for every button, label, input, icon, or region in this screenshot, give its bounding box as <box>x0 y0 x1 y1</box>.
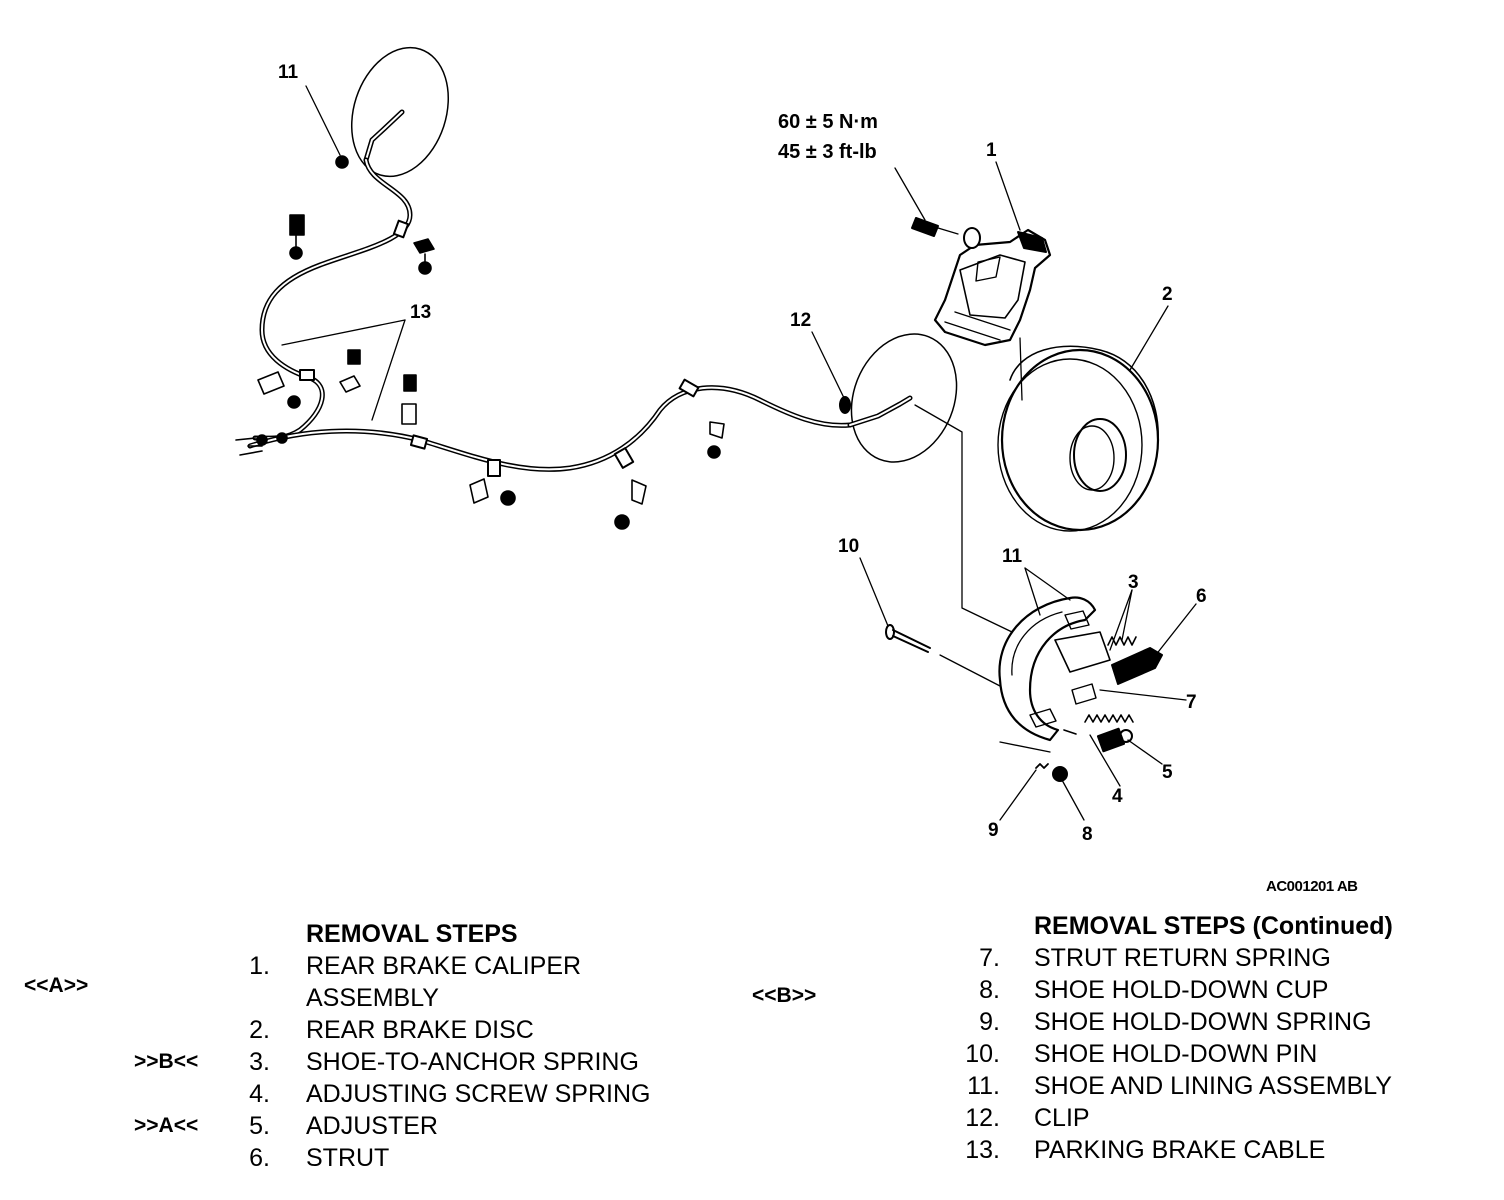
callout-12-lower: 12 <box>790 310 811 331</box>
step-text: SHOE-TO-ANCHOR SPRING <box>306 1048 639 1076</box>
step-number: 10. <box>965 1040 1000 1068</box>
shoe-hold-down-pin <box>885 624 931 653</box>
torque-imperial: 45 ± 3 ft-lb <box>778 141 877 163</box>
list-item: 8. SHOE HOLD-DOWN CUP <box>0 974 1504 1006</box>
step-text: SHOE HOLD-DOWN SPRING <box>1034 1008 1372 1036</box>
list-item: 9. SHOE HOLD-DOWN SPRING <box>0 1006 1504 1038</box>
callout-5: 5 <box>1162 762 1173 783</box>
adjusting-screw-spring <box>1084 714 1134 723</box>
step-text: REAR BRAKE CALIPER <box>306 952 582 980</box>
list-item: 4. ADJUSTING SCREW SPRING <box>0 1078 740 1110</box>
list-item: 1. REAR BRAKE CALIPER <box>0 950 740 982</box>
callout-3: 3 <box>1128 572 1139 593</box>
step-text: SHOE HOLD-DOWN PIN <box>1034 1040 1318 1068</box>
mark-holddown-cup: <<B>> <box>752 984 817 1007</box>
step-text: SHOE HOLD-DOWN CUP <box>1034 976 1329 1004</box>
brake-exploded-diagram: 11 13 12 1 2 10 11 3 6 7 5 4 9 8 60 ± 5 … <box>235 46 1207 845</box>
step-number: 6. <box>249 1144 270 1172</box>
shoe-hold-down-spring <box>1035 763 1049 769</box>
step-number: 4. <box>249 1080 270 1108</box>
step-text: REAR BRAKE DISC <box>306 1016 534 1044</box>
shoe-and-lining-assembly <box>998 596 1111 742</box>
callout-8: 8 <box>1082 824 1093 845</box>
step-number: 7. <box>979 944 1000 972</box>
step-number: 1. <box>249 952 270 980</box>
step-number: 12. <box>965 1104 1000 1132</box>
step-text: ADJUSTER <box>306 1112 438 1140</box>
step-number: 8. <box>979 976 1000 1004</box>
steps-heading-left: REMOVAL STEPS <box>306 920 518 948</box>
removal-steps-left: REMOVAL STEPS 1. REAR BRAKE CALIPER ASSE… <box>0 918 740 1174</box>
list-item: 7. STRUT RETURN SPRING <box>0 942 1504 974</box>
callout-6: 6 <box>1196 586 1207 607</box>
leader-lines <box>281 85 1197 821</box>
list-item: 5. ADJUSTER <box>0 1110 740 1142</box>
step-number: 2. <box>249 1016 270 1044</box>
list-item: 10. SHOE HOLD-DOWN PIN <box>0 1038 1504 1070</box>
callout-9: 9 <box>988 820 999 841</box>
strut <box>1111 647 1163 685</box>
removal-steps-right: REMOVAL STEPS (Continued) 7. STRUT RETUR… <box>0 910 1504 1166</box>
step-text: ADJUSTING SCREW SPRING <box>306 1080 651 1108</box>
figure-code: AC001201 AB <box>1266 878 1358 895</box>
callout-4: 4 <box>1112 786 1123 807</box>
list-item: 2. REAR BRAKE DISC <box>0 1014 740 1046</box>
steps-heading-right: REMOVAL STEPS (Continued) <box>1034 912 1393 940</box>
zoom-ellipse-upper <box>350 46 450 178</box>
callout-10: 10 <box>838 536 859 557</box>
cable-end-lower <box>847 395 913 428</box>
zoom-ellipse-lower <box>850 333 958 463</box>
callout-7: 7 <box>1186 692 1197 713</box>
step-text-continued: ASSEMBLY <box>306 984 439 1012</box>
cable-end-upper <box>363 109 405 163</box>
callout-12-upper: 11 <box>278 62 299 83</box>
bracket-bolts <box>235 155 725 530</box>
shoe-to-anchor-spring <box>1107 636 1137 646</box>
rear-brake-caliper <box>911 217 1052 347</box>
step-text: SHOE AND LINING ASSEMBLY <box>1034 1072 1392 1100</box>
step-number: 13. <box>965 1136 1000 1164</box>
list-item: 11. SHOE AND LINING ASSEMBLY <box>0 1070 1504 1102</box>
list-item: 13. PARKING BRAKE CABLE <box>0 1134 1504 1166</box>
step-number: 3. <box>249 1048 270 1076</box>
mark-caliper: <<A>> <box>24 974 89 997</box>
parking-brake-cable-left <box>252 157 413 441</box>
callout-2: 2 <box>1162 284 1173 305</box>
shoe-hold-down-cup <box>1052 766 1068 782</box>
step-number: 11. <box>967 1072 1000 1100</box>
list-item: 12. CLIP <box>0 1102 1504 1134</box>
torque-metric: 60 ± 5 N·m <box>778 111 878 133</box>
step-text: STRUT RETURN SPRING <box>1034 944 1331 972</box>
step-number: 9. <box>979 1008 1000 1036</box>
step-text: STRUT <box>306 1144 390 1172</box>
step-text: PARKING BRAKE CABLE <box>1034 1136 1326 1164</box>
step-number: 5. <box>249 1112 270 1140</box>
list-item: 3. SHOE-TO-ANCHOR SPRING <box>0 1046 740 1078</box>
callout-13: 13 <box>410 302 431 323</box>
list-item: ASSEMBLY <box>0 982 740 1014</box>
step-text: CLIP <box>1034 1104 1090 1132</box>
list-item: 6. STRUT <box>0 1142 740 1174</box>
callout-1: 1 <box>986 140 997 161</box>
callout-11: 11 <box>1002 546 1023 567</box>
adjuster <box>1096 727 1133 753</box>
rear-brake-disc <box>997 345 1160 532</box>
mark-shoe-anchor: >>B<< <box>134 1050 199 1073</box>
mark-adjuster: >>A<< <box>134 1114 199 1137</box>
